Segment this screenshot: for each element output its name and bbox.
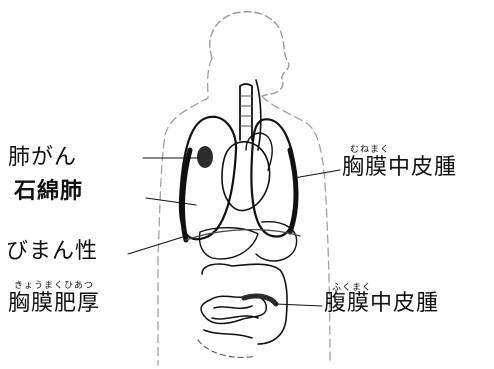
pleural-thickening-reading: きょうまくひあつ — [14, 282, 94, 291]
stomach — [256, 222, 297, 261]
trachea — [240, 84, 252, 140]
pleural-meso-label: 胸膜中皮腫 — [342, 157, 457, 179]
esophagus — [256, 80, 261, 150]
leader-pleural-meso — [294, 170, 340, 178]
pleural-meso-reading: むねまく — [350, 146, 390, 155]
lung-cancer-label: 肺がん — [8, 147, 77, 169]
peritoneal-meso-label: 腹膜中皮腫 — [324, 293, 439, 315]
left-lung — [180, 117, 236, 240]
small-intestine — [201, 296, 266, 338]
pleural-thickening-label: 胸膜肥厚 — [8, 293, 100, 315]
trachea-rings — [240, 96, 252, 126]
asbestosis-label: 石綿肺 — [14, 180, 83, 202]
pleural-thickening-right — [290, 150, 296, 232]
diffuse-label: びまん性 — [6, 241, 98, 263]
leader-asbestosis — [146, 198, 196, 205]
liver — [200, 228, 259, 259]
pelvis-outline — [198, 340, 256, 357]
head-outline — [210, 12, 289, 96]
leader-peritoneal-meso — [276, 304, 322, 306]
leader-pleural-thickening — [128, 236, 186, 254]
lung-cancer-lesion — [197, 146, 213, 168]
right-lung — [251, 119, 296, 236]
peritoneal-lesion — [244, 296, 276, 304]
